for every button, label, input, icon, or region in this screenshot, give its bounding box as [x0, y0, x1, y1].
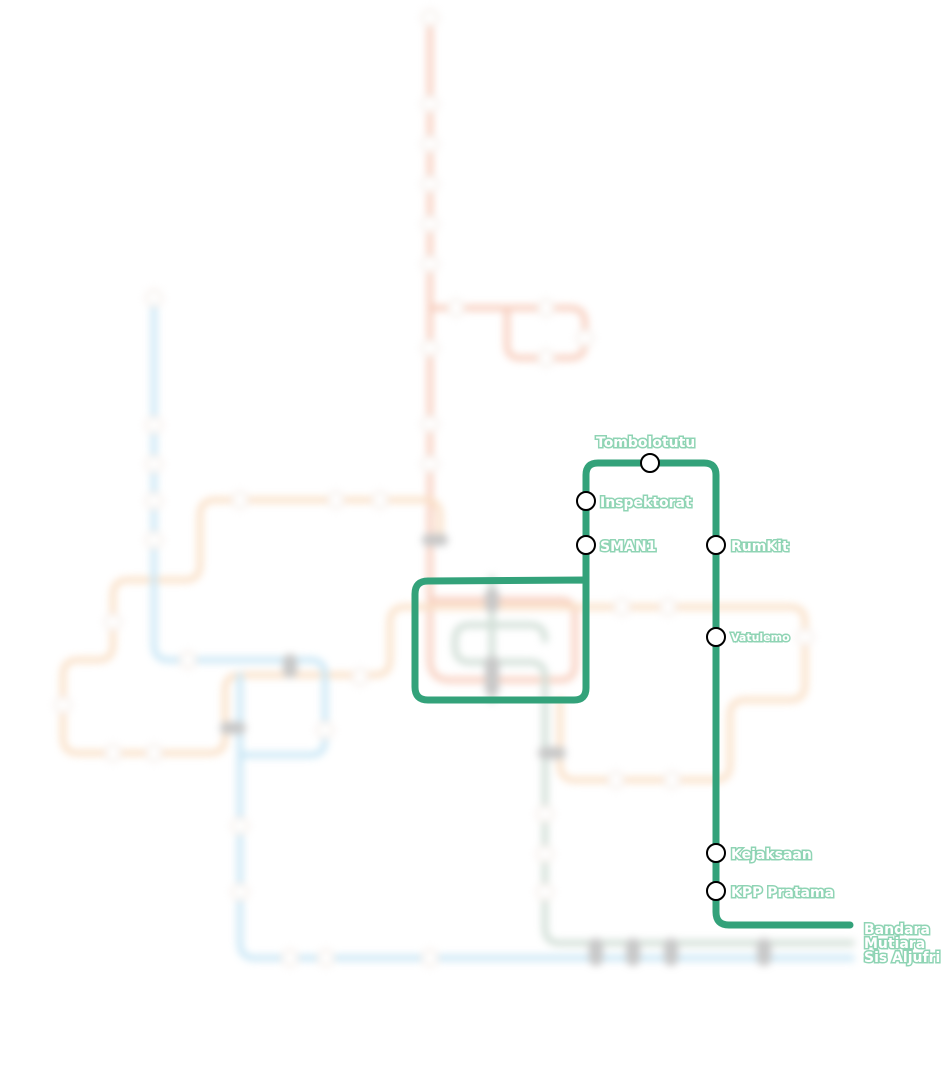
station-kejaksaan[interactable] [706, 843, 726, 863]
station-vatulemo[interactable] [706, 627, 726, 647]
background-network [54, 9, 855, 967]
label-inspektorat: Inspektorat [600, 495, 692, 511]
orange-line [60, 497, 808, 783]
station-sman1[interactable] [576, 535, 596, 555]
active-line-path [582, 459, 854, 929]
label-sman1: SMAN1 [600, 539, 656, 555]
background-stations [54, 9, 814, 967]
blue-line [151, 295, 855, 961]
label-terminus-line2: Mutiara [864, 936, 925, 952]
red-line [427, 15, 588, 683]
label-rumkit: RumKit [731, 539, 789, 555]
station-inspektorat[interactable] [576, 491, 596, 511]
label-kpp-pratama: KPP Pratama [731, 885, 834, 901]
label-tombolotutu: Tombolotutu [596, 435, 695, 451]
station-tombolotutu[interactable] [640, 453, 660, 473]
active-line: Tombolotutu Inspektorat SMAN1 RumKit Vat… [411, 434, 942, 968]
station-rumkit[interactable] [706, 535, 726, 555]
label-vatulemo: Vatulemo [731, 631, 790, 644]
label-kejaksaan: Kejaksaan [731, 847, 812, 863]
station-kpp-pratama[interactable] [706, 881, 726, 901]
interchange-markers [220, 534, 771, 966]
label-terminus-line1: Bandara [864, 922, 930, 938]
active-line-loop [411, 576, 590, 704]
label-terminus-line3: Sis Aljufri [864, 950, 940, 966]
